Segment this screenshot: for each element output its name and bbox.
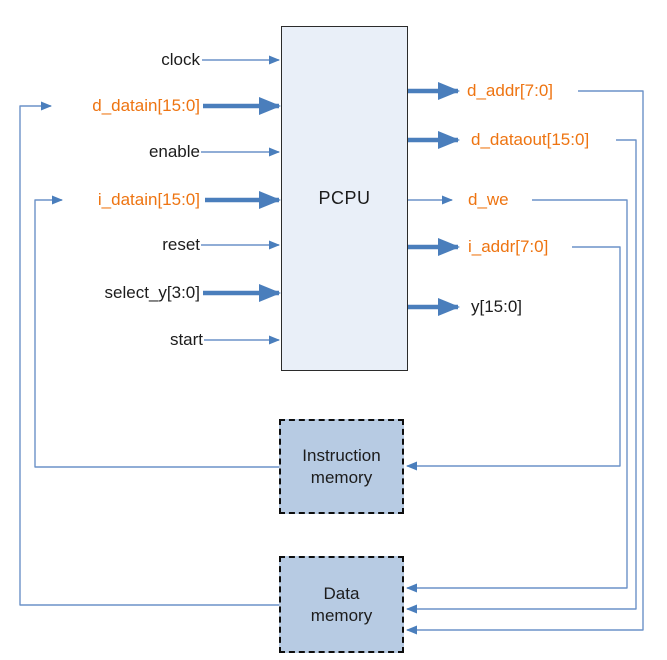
pcpu-block-label: PCPU <box>318 188 371 208</box>
data-memory-label: Data memory <box>310 583 373 625</box>
wire-d-dataout-to-data-memory <box>406 139 637 614</box>
instruction-memory-block: Instruction memory <box>279 419 404 514</box>
wire-d-addr-to-data-memory <box>406 90 644 635</box>
input-label-start: start <box>169 330 203 349</box>
wire-data-memory-to-d-datain <box>19 101 279 606</box>
input-label-clock: clock <box>161 50 200 69</box>
output-label-d-we: d_we <box>468 190 509 209</box>
input-label-reset: reset <box>162 235 200 254</box>
output-label-y: y[15:0] <box>471 297 523 316</box>
output-label-d-dataout: d_dataout[15:0] <box>471 130 590 149</box>
input-label-enable: enable <box>148 142 200 161</box>
instruction-memory-label: Instruction memory <box>302 445 381 487</box>
output-label-i-addr: i_addr[7:0] <box>468 237 549 256</box>
input-label-i-datain: i_datain[15:0] <box>97 190 200 209</box>
data-memory-block: Data memory <box>279 556 404 653</box>
input-label-select-y: select_y[3:0] <box>104 283 200 302</box>
pcpu-block: PCPU <box>281 26 408 371</box>
wire-d-we-to-data-memory <box>406 199 628 593</box>
input-label-d-datain: d_datain[15:0] <box>92 96 200 115</box>
wire-i-addr-to-instruction-memory <box>406 246 621 471</box>
output-label-d-addr: d_addr[7:0] <box>467 81 554 100</box>
wire-instruction-memory-to-i-datain <box>34 195 279 468</box>
